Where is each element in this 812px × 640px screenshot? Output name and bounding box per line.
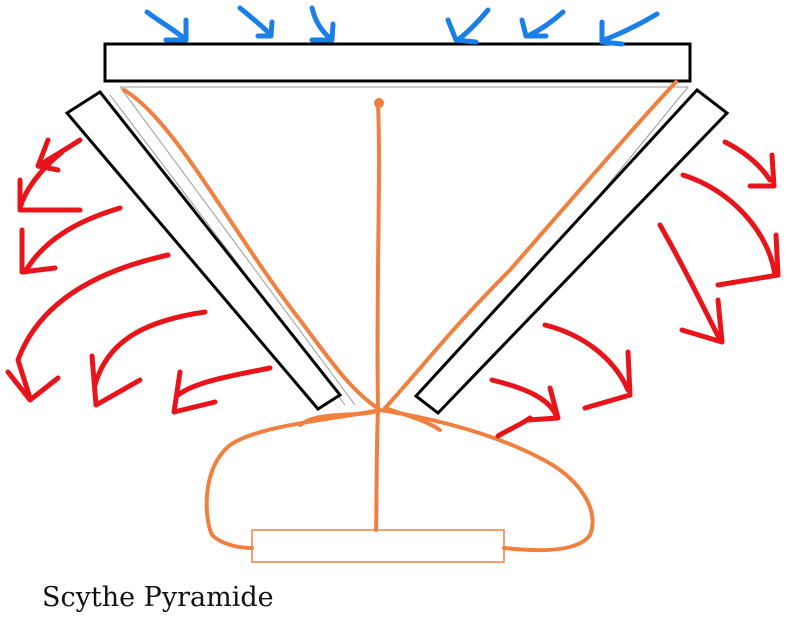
heatpipe-left [122, 88, 382, 412]
blue-arrow-icon [519, 9, 566, 39]
red-arrow-icon [495, 415, 533, 439]
heatpipe-center [374, 101, 381, 532]
blue-arrow-icon [144, 9, 189, 43]
blue-arrow-icon [237, 5, 275, 39]
red-arrow-icon [489, 377, 561, 423]
intake-arrows [144, 5, 660, 47]
blue-arrow-icon [599, 11, 660, 47]
blue-arrow-icon [309, 5, 336, 43]
top-fin-stack [103, 42, 692, 83]
red-arrow-icon [657, 222, 725, 345]
heatpipe-top-dot [374, 98, 384, 108]
heatpipe-loop-inner [298, 408, 382, 427]
red-arrow-icon [542, 322, 633, 411]
red-arrow-icon [17, 149, 83, 213]
blue-arrow-icon [445, 7, 491, 45]
red-arrow-icon [19, 205, 123, 275]
red-arrow-icon [89, 309, 208, 408]
heatpipe-loop-inner-right [383, 406, 442, 432]
right-fin-stack [413, 87, 730, 416]
left-fin-stack [64, 90, 343, 411]
heatpipe-loop-right [378, 408, 595, 553]
diagram-caption: Scythe Pyramide [42, 582, 274, 613]
heatpipe-right [383, 80, 678, 410]
red-arrow-icon [680, 172, 781, 288]
red-arrow-icon [722, 139, 777, 189]
exhaust-arrows [5, 137, 781, 439]
heatpipes [122, 80, 678, 553]
cpu-base-plate [251, 529, 505, 563]
red-arrow-icon [171, 365, 273, 415]
red-arrow-icon [5, 252, 171, 403]
heatpipe-loop [204, 408, 382, 550]
